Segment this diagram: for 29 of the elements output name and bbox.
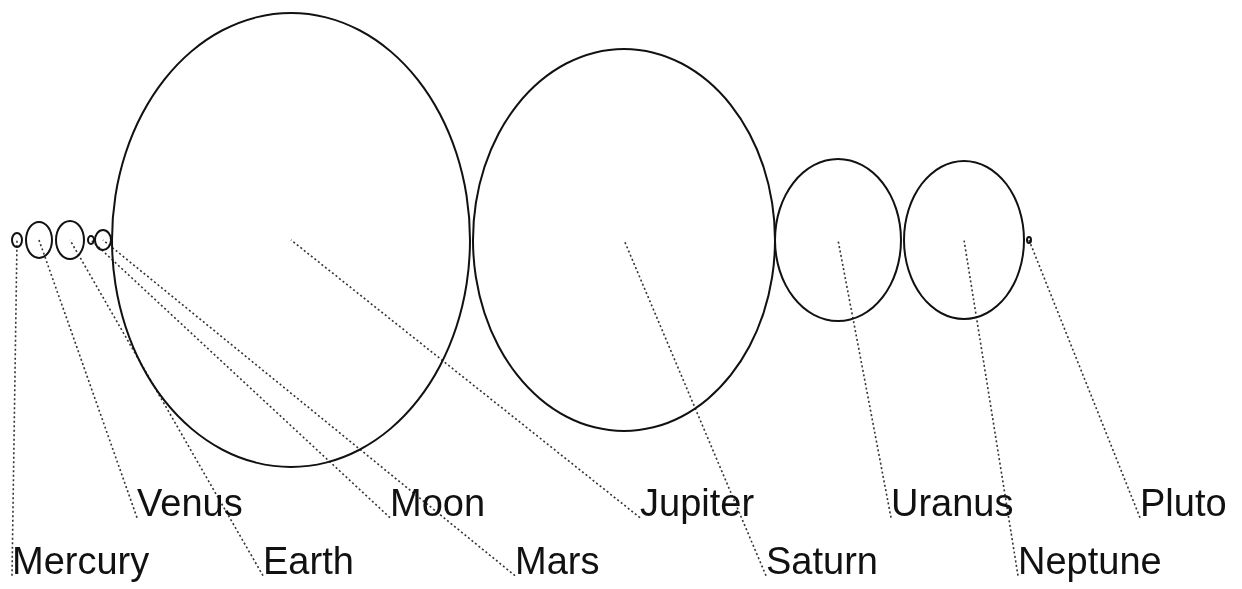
- planet-circle: [111, 12, 471, 468]
- leader-line: [11, 239, 18, 577]
- leader-line: [38, 239, 138, 519]
- planet-label: Mercury: [12, 540, 150, 582]
- planet-circle: [55, 220, 85, 260]
- planet-label: Neptune: [1018, 540, 1162, 582]
- planet-circle: [11, 232, 23, 248]
- planet-circle: [1026, 236, 1032, 244]
- planet-label: Moon: [390, 482, 486, 524]
- leader-line: [90, 239, 391, 519]
- leader-line: [102, 239, 516, 577]
- planet-label: Jupiter: [640, 482, 755, 524]
- leader-line: [963, 239, 1019, 577]
- planet-label: Saturn: [766, 540, 878, 582]
- planet-label: Pluto: [1140, 482, 1227, 524]
- planet-circle: [87, 235, 95, 245]
- planet-circle: [472, 48, 776, 432]
- planet-label: Uranus: [891, 482, 1014, 524]
- leader-line: [69, 239, 264, 577]
- planet-circle: [25, 221, 53, 259]
- leader-line: [290, 239, 641, 519]
- leader-line: [623, 239, 767, 577]
- planet-circle: [774, 158, 902, 322]
- planet-label: Venus: [137, 482, 243, 524]
- planet-label: Mars: [515, 540, 600, 582]
- planet-circle: [94, 229, 112, 251]
- planet-circle: [903, 160, 1025, 320]
- leader-line: [837, 239, 892, 519]
- planet-label: Earth: [263, 540, 354, 582]
